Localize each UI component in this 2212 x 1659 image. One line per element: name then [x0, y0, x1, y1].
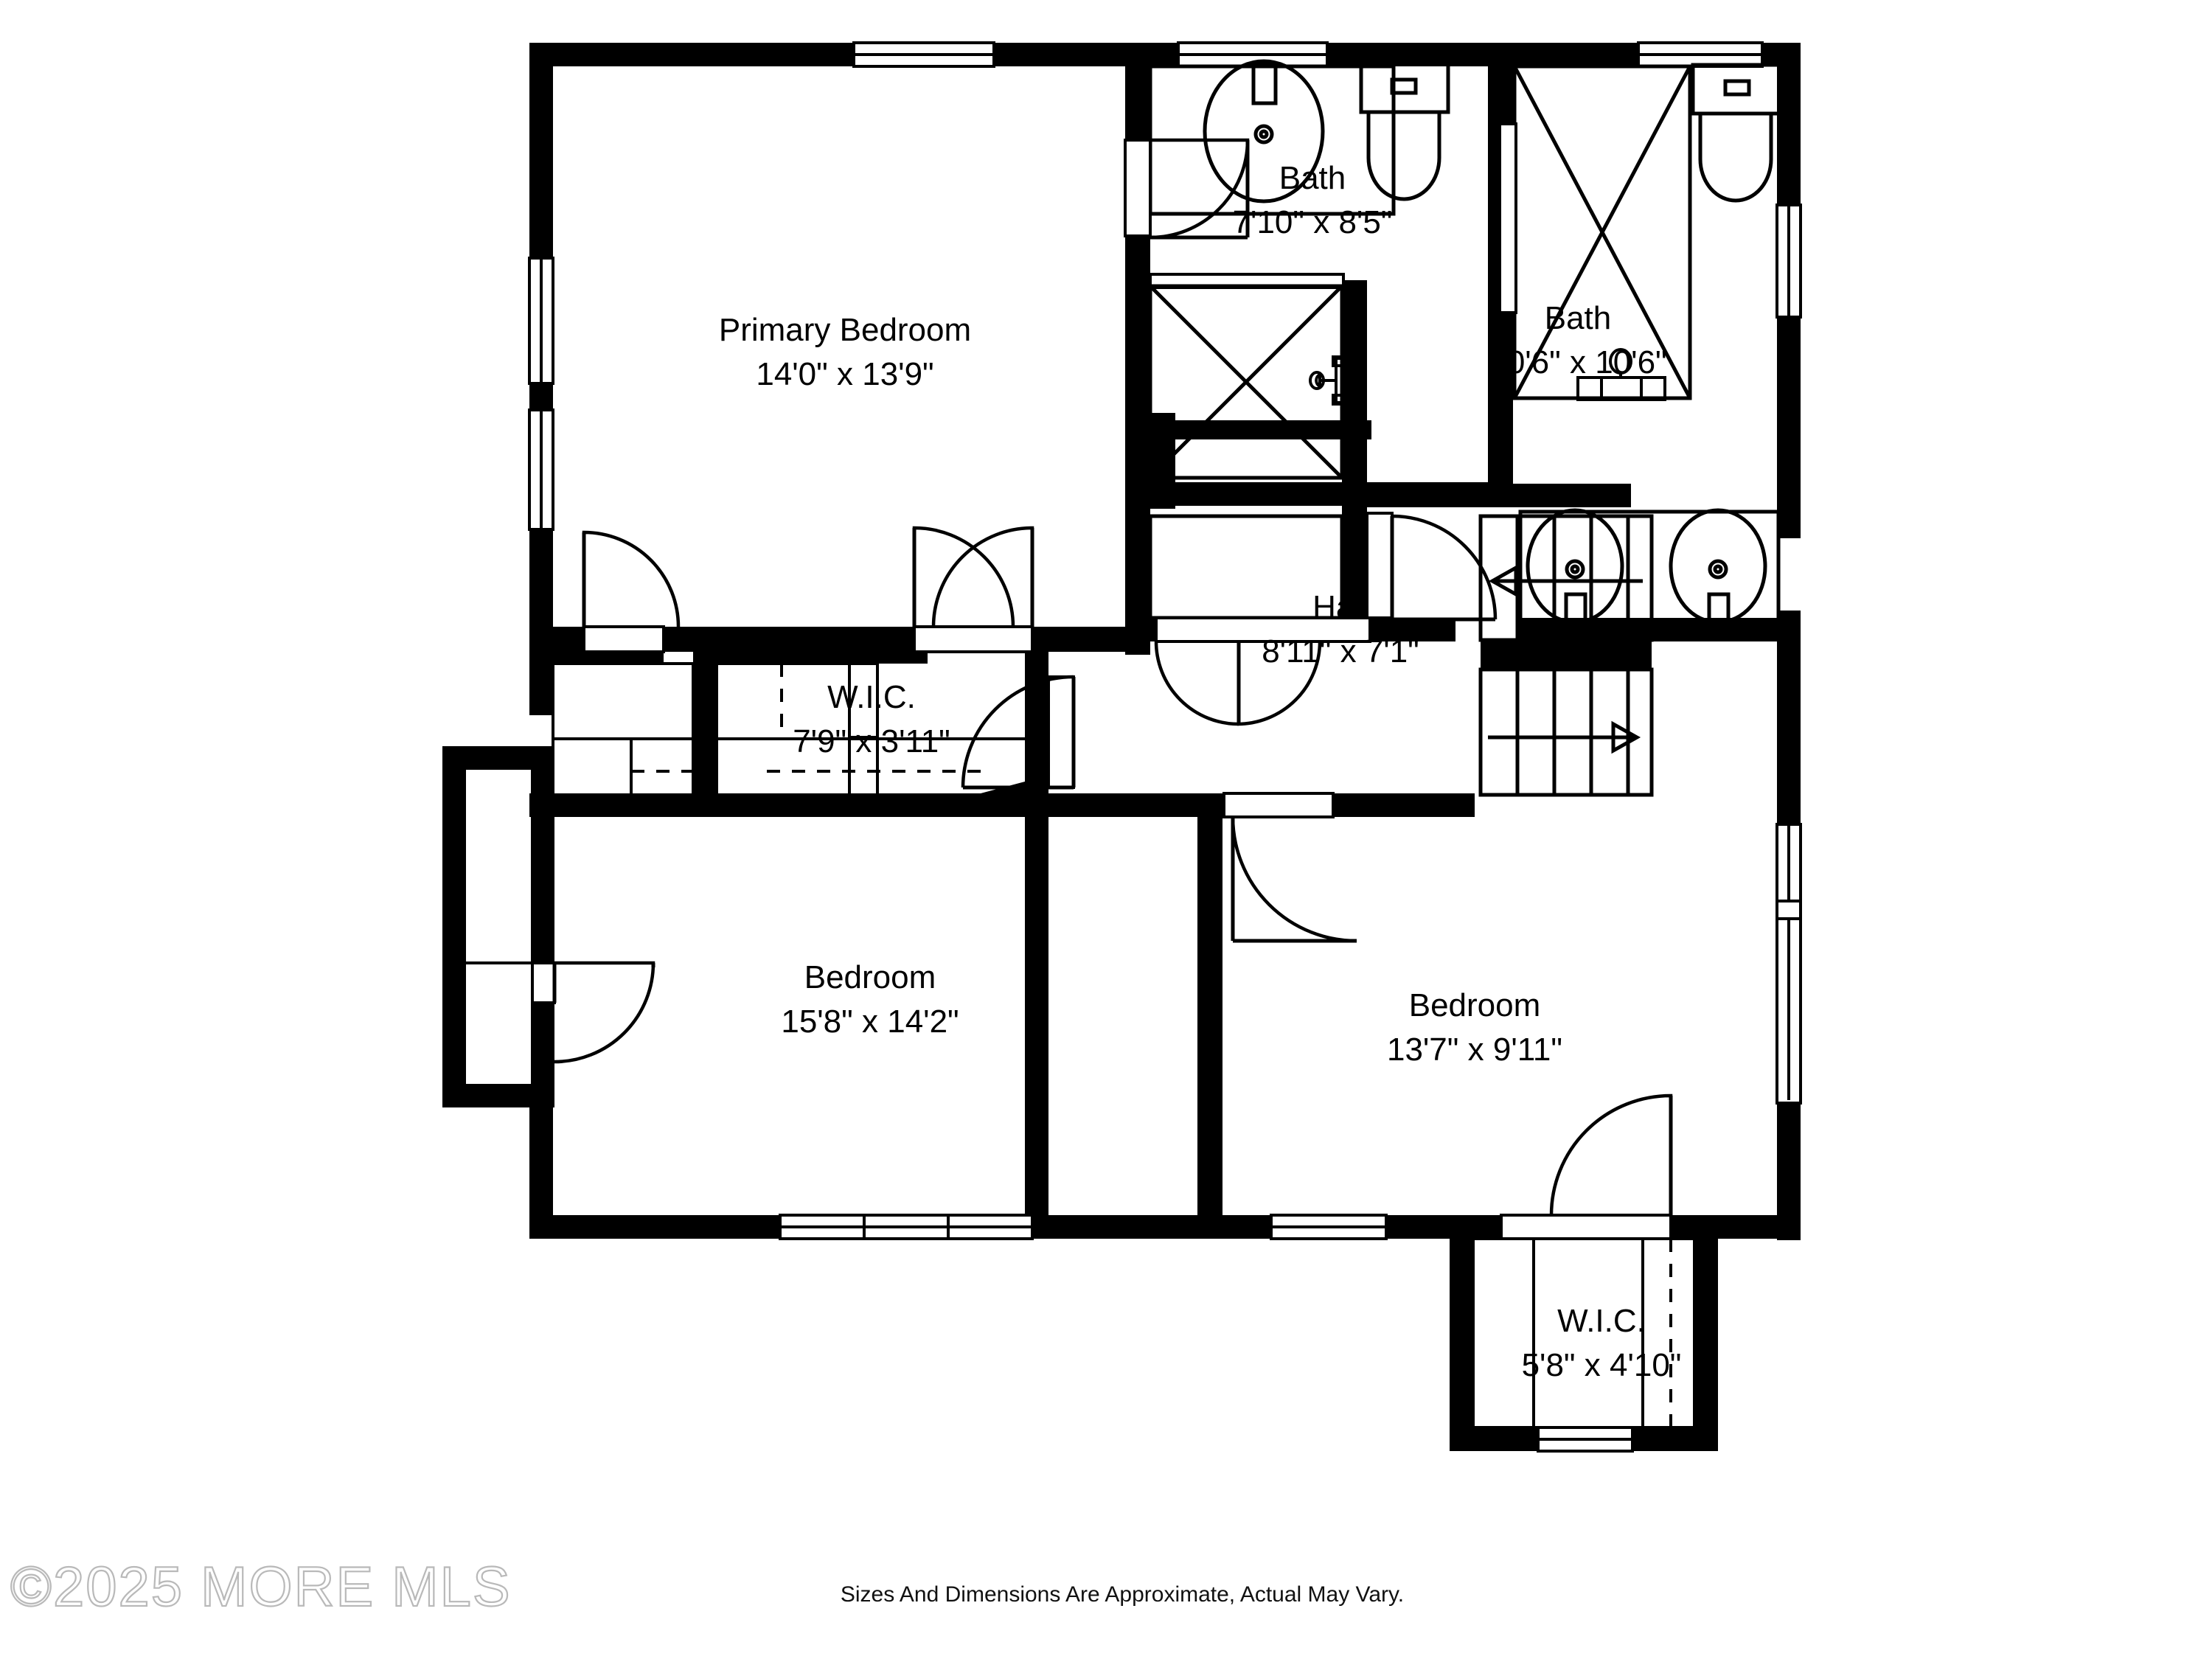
left-bump-out [463, 767, 655, 1087]
mls-watermark: ©2025 MORE MLS [10, 1556, 512, 1618]
wic-right-interior [1472, 1237, 1696, 1429]
room-dim-wic-right: 5'8" x 4'10" [1522, 1347, 1682, 1383]
room-dim-bedroom-right: 13'7" x 9'11" [1387, 1032, 1562, 1068]
room-dim-bath-hall: 7'10" x 8'5" [1233, 204, 1393, 240]
room-label-hall: Hall [1312, 589, 1368, 625]
stair-run-upper [1478, 514, 1654, 642]
primary-bedroom-doors [582, 526, 1034, 653]
room-dim-hall: 8'11" x 7'1" [1262, 633, 1419, 669]
wic-primary-interior [552, 662, 1032, 817]
room-label-wic-right: W.I.C. [1557, 1303, 1646, 1339]
room-dim-bath-primary: 10'6" x 10'6" [1489, 344, 1666, 380]
room-label-wic-primary: W.I.C. [827, 679, 916, 715]
disclaimer-text: Sizes And Dimensions Are Approximate, Ac… [841, 1582, 1404, 1607]
room-dim-bedroom-left: 15'8" x 14'2" [781, 1004, 959, 1040]
room-label-bedroom-right: Bedroom [1409, 987, 1541, 1023]
room-label-bath-primary: Bath [1545, 300, 1612, 336]
room-dim-primary-bedroom: 14'0" x 13'9" [756, 356, 933, 392]
stair-run-lower [1478, 667, 1654, 797]
bath-primary-fixtures [1366, 63, 1784, 629]
room-label-bath-hall: Bath [1279, 160, 1346, 196]
room-label-bedroom-left: Bedroom [804, 959, 936, 995]
room-label-primary-bedroom: Primary Bedroom [719, 312, 971, 348]
bedroom-right-doors [1222, 792, 1673, 1240]
hall-elements [961, 514, 1654, 797]
room-labels: Primary Bedroom 14'0" x 13'9" Bath 7'10"… [719, 160, 1682, 1383]
bath-hall-fixtures [1124, 59, 1450, 240]
room-dim-wic-primary: 7'9" x 3'11" [793, 723, 950, 759]
shower-stall-center [1148, 273, 1351, 495]
